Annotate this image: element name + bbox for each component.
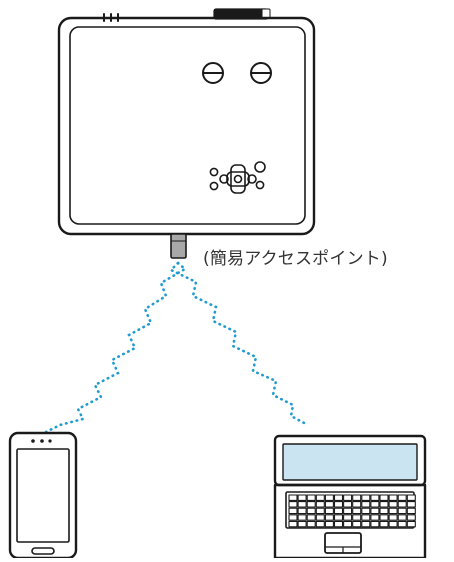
- laptop-key: [297, 520, 307, 528]
- laptop-key: [324, 501, 334, 508]
- laptop-key: [333, 507, 344, 515]
- laptop-key: [333, 514, 344, 521]
- laptop-key: [379, 520, 389, 528]
- laptop-key: [406, 514, 416, 521]
- laptop-key: [288, 494, 298, 501]
- laptop-key: [388, 514, 398, 521]
- laptop-key: [352, 507, 362, 515]
- laptop-key: [370, 501, 380, 508]
- laptop-key: [324, 514, 334, 521]
- laptop-keyboard: [285, 491, 416, 529]
- laptop-key: [324, 507, 334, 515]
- laptop-key: [388, 501, 398, 508]
- laptop-key: [352, 501, 362, 508]
- laptop-key: [315, 494, 325, 501]
- laptop-key: [288, 507, 298, 515]
- laptop-key: [406, 501, 416, 508]
- laptop-key: [361, 501, 371, 508]
- laptop-key: [379, 501, 389, 508]
- laptop-key: [333, 501, 344, 508]
- laptop-key: [397, 520, 407, 528]
- projector-control-panel: [209, 161, 266, 194]
- signal-path-to-smartphone: [44, 261, 188, 434]
- laptop-key: [306, 494, 316, 501]
- laptop-key: [361, 494, 371, 501]
- laptop-key: [288, 514, 298, 521]
- usb-wireless-adapter-icon: [170, 233, 187, 259]
- laptop-key: [388, 520, 398, 528]
- laptop-key: [406, 520, 416, 528]
- laptop-key: [397, 514, 407, 521]
- projector-body-inner: [69, 26, 306, 225]
- laptop-key: [306, 507, 316, 515]
- laptop-key: [352, 514, 362, 521]
- smartphone-icon: [8, 431, 78, 560]
- smartphone-screen: [16, 448, 70, 543]
- laptop-key: [352, 520, 362, 528]
- laptop-key: [315, 514, 325, 521]
- laptop-key: [343, 507, 353, 515]
- laptop-key: [343, 514, 353, 521]
- projector-focus-knob-left: [202, 62, 224, 84]
- smartphone-home-button: [31, 547, 55, 555]
- laptop-key: [361, 520, 371, 528]
- laptop-key: [315, 507, 325, 515]
- wireless-signal-path: [44, 261, 308, 434]
- signal-path-to-laptop: [168, 261, 308, 426]
- laptop-key: [288, 520, 298, 528]
- laptop-key: [343, 494, 353, 501]
- laptop-key: [297, 501, 307, 508]
- laptop-icon: [273, 434, 427, 560]
- laptop-key: [361, 507, 371, 515]
- laptop-key: [343, 501, 353, 508]
- laptop-key: [315, 501, 325, 508]
- laptop-key: [306, 520, 316, 528]
- laptop-key: [370, 507, 380, 515]
- laptop-key: [306, 514, 316, 521]
- laptop-key: [397, 507, 407, 515]
- access-point-label: (簡易アクセスポイント): [203, 249, 388, 269]
- laptop-key: [352, 494, 362, 501]
- laptop-key: [397, 501, 407, 508]
- laptop-key: [370, 494, 380, 501]
- laptop-key: [324, 520, 334, 528]
- laptop-key: [406, 507, 416, 515]
- laptop-key: [388, 507, 398, 515]
- laptop-key: [379, 507, 389, 515]
- laptop-key: [370, 514, 380, 521]
- laptop-key: [306, 501, 316, 508]
- laptop-key: [379, 494, 389, 501]
- projector-body-outer: [57, 16, 316, 236]
- laptop-key: [333, 494, 344, 501]
- laptop-key: [297, 507, 307, 515]
- projector-icon: [57, 8, 316, 236]
- laptop-key: [297, 514, 307, 521]
- laptop-key: [315, 520, 325, 528]
- laptop-key: [361, 514, 371, 521]
- laptop-key: [379, 514, 389, 521]
- laptop-key: [324, 494, 334, 501]
- projector-focus-knob-right: [250, 62, 272, 84]
- smartphone-body: [8, 431, 78, 560]
- laptop-key: [370, 520, 380, 528]
- laptop-key: [297, 494, 307, 501]
- laptop-key: [397, 494, 407, 501]
- laptop-key: [333, 520, 344, 528]
- laptop-screen: [282, 443, 418, 481]
- laptop-key: [288, 501, 298, 508]
- laptop-key: [406, 494, 416, 501]
- laptop-key: [343, 520, 353, 528]
- laptop-key: [388, 494, 398, 501]
